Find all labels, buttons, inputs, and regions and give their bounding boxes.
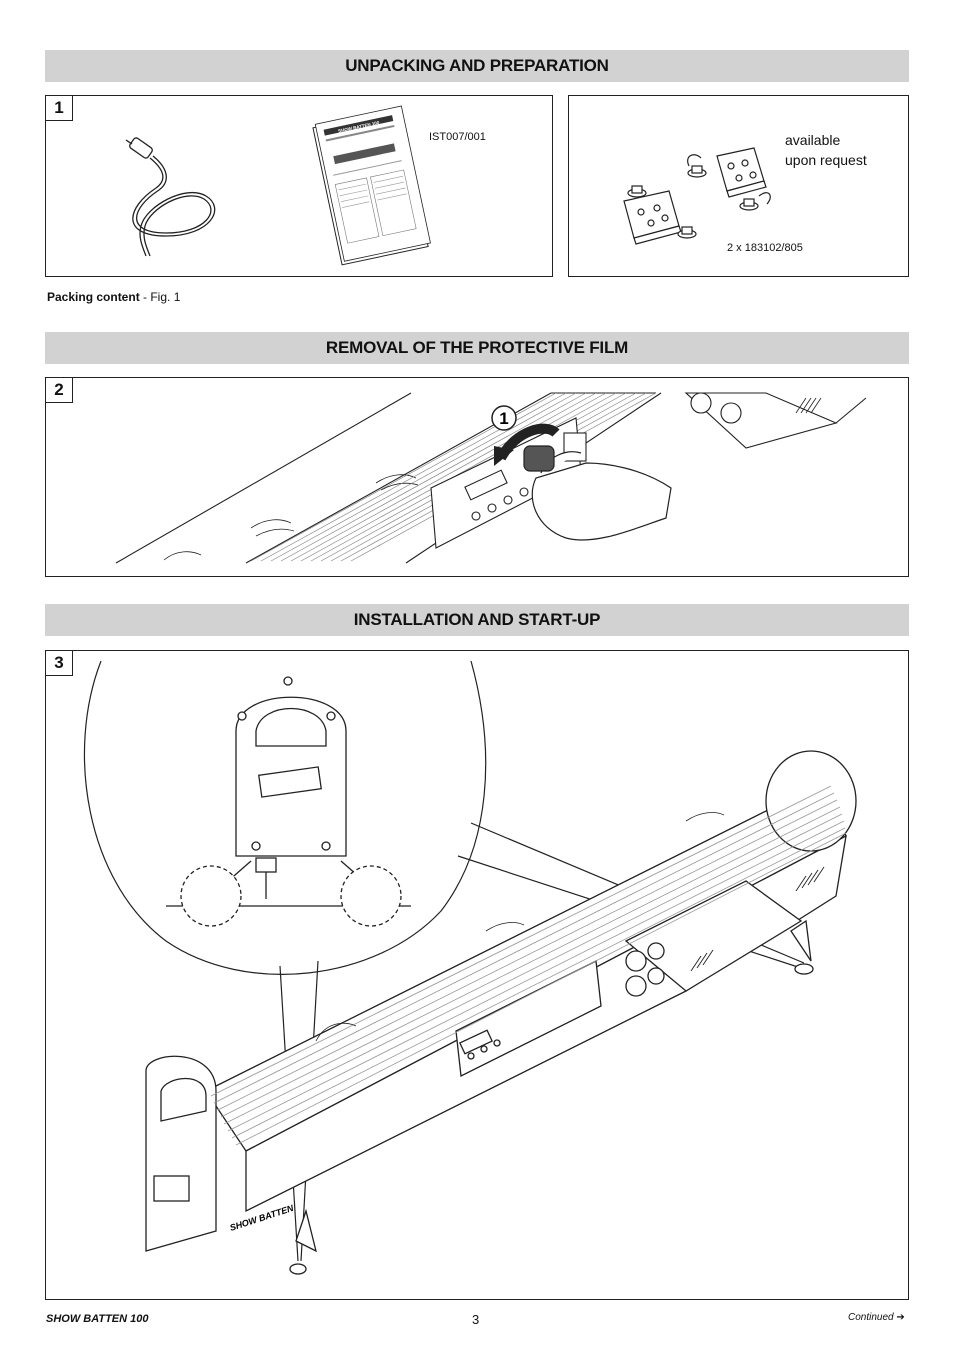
ribbed-lens (210, 785, 847, 1146)
section-title-unpacking: UNPACKING AND PREPARATION (45, 50, 909, 82)
caption-rest: - Fig. 1 (139, 290, 181, 304)
figure-2-panel: 2 (45, 377, 909, 577)
figure-number: 1 (46, 96, 73, 121)
manual-booklet-icon: SHOW BATTEN 100 (312, 105, 431, 266)
continued-note: Continued ➔ (848, 1312, 905, 1323)
rear-connector-box (684, 392, 867, 449)
availability-line-1: available (785, 132, 841, 148)
availability-line-2: upon request (785, 152, 867, 168)
optional-accessories-panel: available upon request 2 x 183102/805 (568, 95, 909, 277)
mounting-brackets-illustration (623, 147, 771, 245)
section-title-installation: INSTALLATION AND START-UP (45, 604, 909, 636)
step-number: 1 (499, 409, 508, 428)
figure-1-caption: Packing content - Fig. 1 (47, 290, 180, 304)
availability-note: available upon request (785, 130, 867, 170)
surface-hatching (315, 812, 725, 1042)
footer-product-name: SHOW BATTEN 100 (46, 1313, 149, 1325)
installation-illustration: SHOW BATTEN (83, 660, 857, 1275)
hand-icon (523, 445, 672, 541)
step-marker (491, 405, 517, 431)
film-removal-illustration: 1 (115, 392, 867, 564)
section-title-film-removal: REMOVAL OF THE PROTECTIVE FILM (45, 332, 909, 364)
mounting-bracket-icon (623, 147, 771, 245)
manual-code: IST007/001 (429, 131, 486, 143)
bracket-code: 2 x 183102/805 (727, 242, 803, 254)
vent-slots (690, 866, 825, 972)
fixture-end-view (180, 676, 402, 927)
caption-bold: Packing content (47, 290, 140, 304)
figure-1-panel: 1 SHOW BATTEN 100 (45, 95, 553, 277)
page-number: 3 (472, 1312, 480, 1327)
figure-number: 3 (46, 651, 73, 676)
packing-illustration: SHOW BATTEN 100 (125, 105, 431, 266)
fixture-body (145, 750, 857, 1275)
figure-number: 2 (46, 378, 73, 403)
power-cable-icon (125, 137, 216, 257)
figure-3-panel: 3 (45, 650, 909, 1300)
brand-label: SHOW BATTEN (229, 1203, 296, 1233)
